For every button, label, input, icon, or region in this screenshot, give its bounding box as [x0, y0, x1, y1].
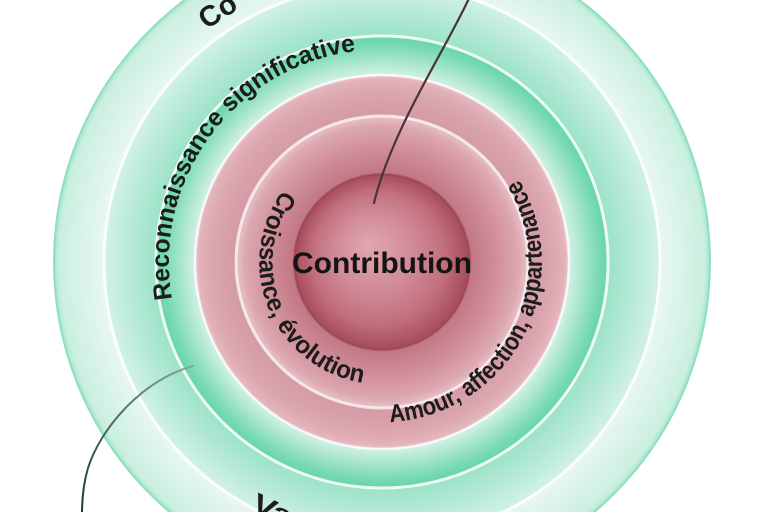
leader-line-top — [372, 0, 470, 205]
label-center-contribution: Contribution — [292, 247, 472, 280]
leader-line-bottom-left — [81, 365, 194, 512]
